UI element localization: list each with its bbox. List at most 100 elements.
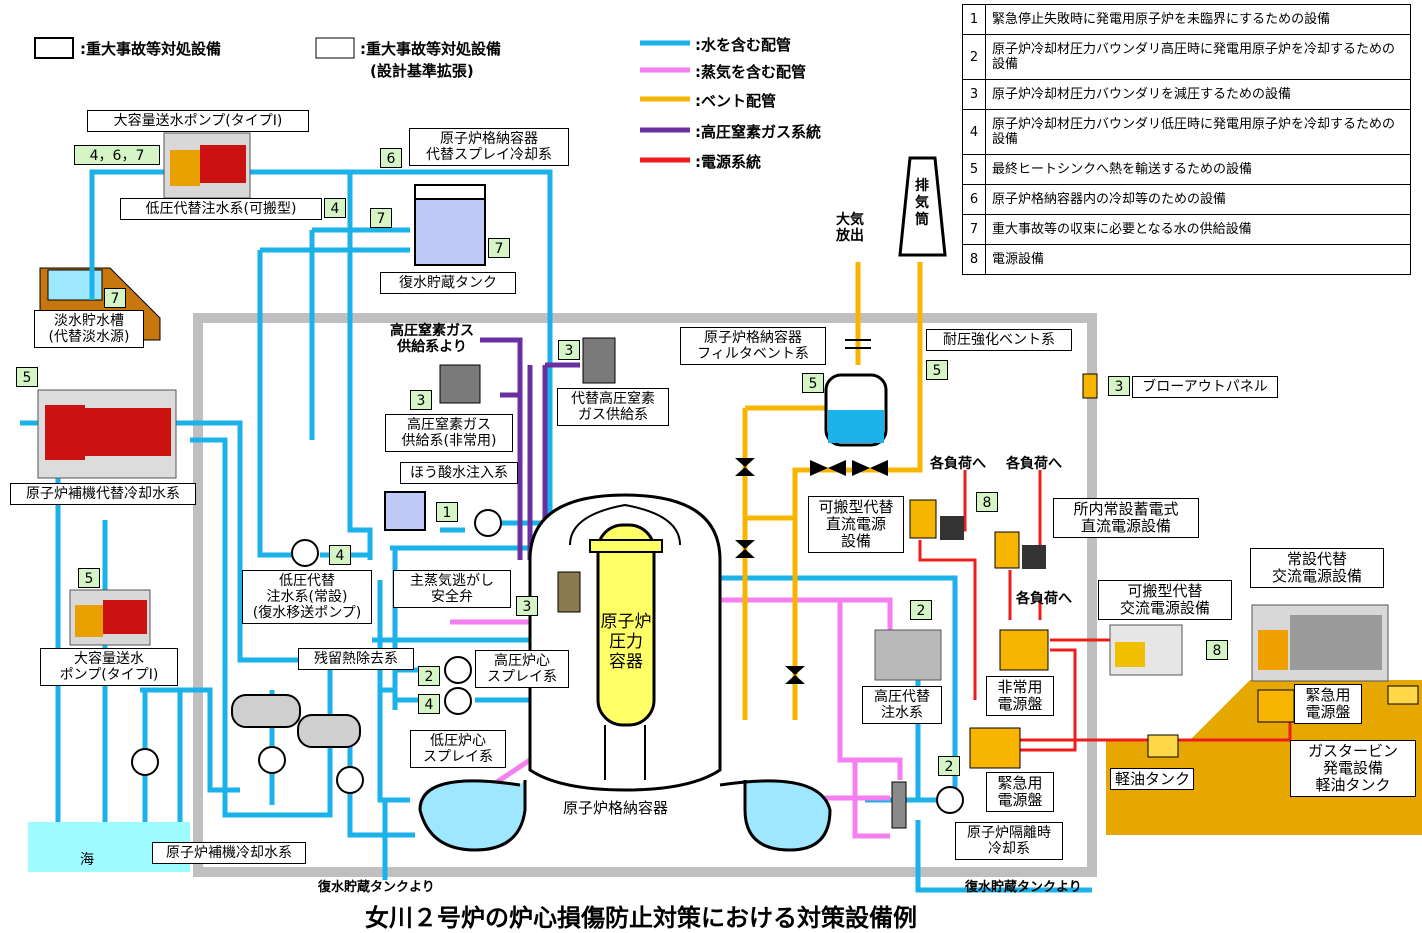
emergency-panel3-l2: 電源盤 <box>1305 703 1351 721</box>
legend-steam: :蒸気を含む配管 <box>695 63 806 81</box>
tag-4-lpcs: 4 <box>418 694 440 714</box>
tag-3-blowout: 3 <box>1108 376 1130 396</box>
n2-supply-from-l1: 高圧窒素ガス <box>390 323 474 339</box>
pcv-spray-l1: 原子炉格納容器 <box>440 131 538 147</box>
tag-4: 4 <box>324 198 346 218</box>
from-cst-left: 復水貯蔵タンクより <box>318 880 435 895</box>
condensate-tank-shape <box>414 184 486 266</box>
n2-cylinders <box>439 337 616 404</box>
low-alt-regular-l1: 低圧代替 <box>279 573 335 589</box>
portable-ac-label: 可搬型代替 交流電源設備 <box>1098 580 1232 620</box>
hp-equipment-photo <box>874 629 942 681</box>
gt-hill-tank <box>1387 685 1419 705</box>
pumps <box>131 509 964 814</box>
legend-sa-ext-l1: :重大事故等対処設備 <box>360 40 501 58</box>
station-battery-l1: 所内常設蓄電式 <box>1073 500 1179 518</box>
tag-467: 4，6，7 <box>74 145 160 165</box>
rpv-l1: 原子炉 <box>600 612 652 632</box>
tag-3-alt-n2: 3 <box>558 340 580 360</box>
pcv-spray-l2: 代替スプレイ冷却系 <box>426 147 552 163</box>
heat-exchangers <box>231 694 361 748</box>
pcv-vessel <box>418 493 832 852</box>
lpcs-l1: 低圧炉心 <box>430 733 486 749</box>
reactor-building-outline <box>193 313 1097 877</box>
emergency-panel3-label: 緊急用 電源盤 <box>1294 684 1362 724</box>
legend-n2: :高圧窒素ガス系統 <box>695 123 821 141</box>
tag-5-large-pump: 5 <box>78 568 100 588</box>
portable-dc-l1: 可搬型代替 <box>818 498 894 516</box>
tag-4-low-alt: 4 <box>329 545 351 565</box>
tag-7-cst-in: 7 <box>370 208 392 228</box>
gas-turbine-l1: ガスタービン <box>1307 742 1398 760</box>
msrv-l1: 主蒸気逃がし <box>410 573 494 589</box>
tag-3-msrv: 3 <box>516 596 538 616</box>
tag-3-n2: 3 <box>410 390 432 410</box>
gas-turbine-l3: 軽油タンク <box>1315 776 1391 794</box>
alt-n2-l1: 代替高圧窒素 <box>571 391 655 407</box>
n2-nonregular-label: 高圧窒素ガス 供給系(非常用) <box>385 414 513 452</box>
legend-vent: :ベント配管 <box>695 92 776 110</box>
emergency-panel-l1: 非常用 <box>997 678 1043 696</box>
rpv-label: 原子炉 圧力 容器 <box>600 612 652 672</box>
tag-8-dc: 8 <box>976 492 998 512</box>
n2-nonregular-l2: 供給系(非常用) <box>401 433 497 449</box>
portable-ac-l1: 可搬型代替 <box>1127 582 1203 600</box>
to-loads-3: 各負荷へ <box>1016 591 1072 607</box>
large-pump-bottom-l2: ポンプ(タイプⅠ) <box>59 667 159 683</box>
tag-1: 1 <box>436 502 458 522</box>
alt-n2-l2: ガス供給系 <box>578 407 648 423</box>
rcw-label: 原子炉補機冷却水系 <box>152 842 306 864</box>
atm-release-l2: 放出 <box>836 228 864 244</box>
portable-dc-label: 可搬型代替 直流電源 設備 <box>808 496 904 553</box>
legend-sa: :重大事故等対処設備 <box>80 40 221 58</box>
rcic-label: 原子炉隔離時 冷却系 <box>955 822 1063 860</box>
low-alt-regular-l2: 注水系(常設) <box>266 589 348 605</box>
from-cst-right: 復水貯蔵タンクより <box>965 880 1082 895</box>
low-alt-regular-l3: (復水移送ポンプ) <box>252 605 362 621</box>
condensate-tank-label: 復水貯蔵タンク <box>380 272 516 294</box>
hpcs-label: 高圧炉心 スプレイ系 <box>475 650 569 688</box>
legend-lines <box>640 40 690 163</box>
rcic-turbine-shape <box>891 781 907 829</box>
msrv-label: 主蒸気逃がし 安全弁 <box>393 570 511 608</box>
low-alt-regular-label: 低圧代替 注水系(常設) (復水移送ポンプ) <box>242 570 372 624</box>
permanent-ac-l2: 交流電源設備 <box>1271 567 1362 585</box>
legend-sa-ext-l2: (設計基準拡張) <box>370 62 474 80</box>
rcic-l1: 原子炉隔離時 <box>967 825 1051 841</box>
tag-5-hard-vent: 5 <box>926 360 948 380</box>
diesel-tank-shape <box>1147 734 1179 758</box>
station-battery-l2: 直流電源設備 <box>1080 517 1171 535</box>
tag-7-cst: 7 <box>488 238 510 258</box>
rhr-label: 残留熱除去系 <box>298 648 414 670</box>
permanent-ac-l1: 常設代替 <box>1286 550 1347 568</box>
truck-photo-bottom <box>69 589 151 646</box>
rcic-l2: 冷却系 <box>988 841 1030 857</box>
legend-water: :水を含む配管 <box>695 36 791 54</box>
stack-label: 排気筒 <box>915 178 929 228</box>
pcv-spray-label: 原子炉格納容器 代替スプレイ冷却系 <box>409 128 569 166</box>
permanent-ac-label: 常設代替 交流電源設備 <box>1250 548 1384 588</box>
emergency-panel2-label: 緊急用 電源盤 <box>986 772 1054 812</box>
tag-2-rcic: 2 <box>938 756 960 776</box>
tag-6: 6 <box>380 148 402 168</box>
msrv-shape <box>557 571 581 613</box>
large-pump-bottom-label: 大容量送水 ポンプ(タイプⅠ) <box>40 648 178 686</box>
n2-supply-from-l2: 供給系より <box>397 339 467 355</box>
n2-nonregular-l1: 高圧窒素ガス <box>407 417 491 433</box>
hp-alt-label: 高圧代替 注水系 <box>862 686 942 724</box>
portable-ac-l2: 交流電源設備 <box>1119 599 1210 617</box>
portable-dc-l2: 直流電源 <box>825 515 886 533</box>
gas-turbine-label: ガスタービン 発電設備 軽油タンク <box>1290 740 1416 797</box>
emergency-panel-l2: 電源盤 <box>997 695 1043 713</box>
borated-water-label: ほう酸水注入系 <box>400 462 518 484</box>
sea-label: 海 <box>80 852 94 868</box>
borated-tank-shape <box>384 491 426 531</box>
to-loads-1: 各負荷へ <box>930 456 986 472</box>
portable-ac-photo <box>1109 624 1183 676</box>
